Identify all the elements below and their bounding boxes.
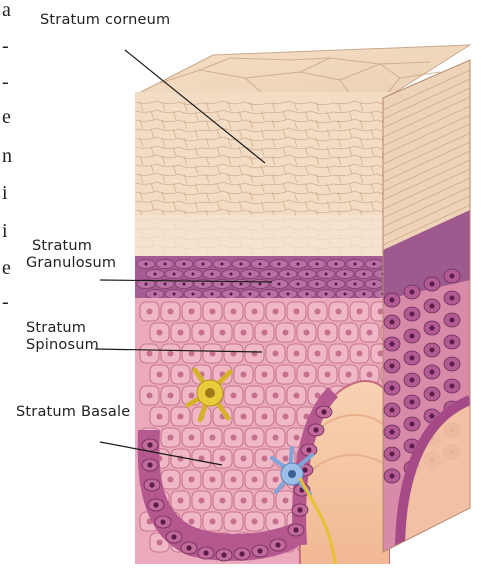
label-spinosum-line1: Stratum: [26, 320, 86, 337]
side-section: [383, 45, 473, 565]
label-granulosum-line2: Granulosum: [26, 255, 116, 272]
label-stratum-corneum: Stratum corneum: [40, 12, 170, 29]
label-granulosum-line1: Stratum: [32, 238, 92, 255]
label-spinosum-line2: Spinosum: [26, 337, 99, 354]
label-stratum-basale: Stratum Basale: [16, 404, 130, 421]
front-section: [135, 92, 411, 568]
